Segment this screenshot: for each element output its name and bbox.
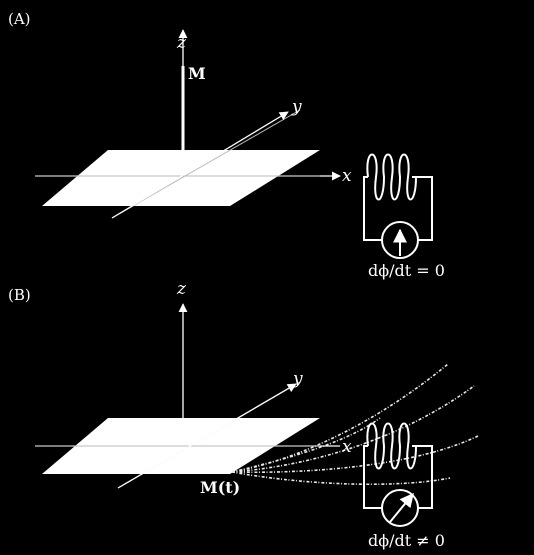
pickup-coil-a [366,153,417,201]
meter-b [381,489,419,527]
y-axis-a [111,111,289,219]
meter-needle-b [389,492,414,523]
flux-equation-a: dϕ/dt = 0 [368,261,445,280]
z-axis-label-b: z [176,279,187,299]
meter-a [381,221,419,259]
circuit-wire-right-a [412,176,433,241]
panel-a: (A) z y x M dϕ/dt = 0 [8,10,445,280]
circuit-wire-left-b [363,445,382,509]
circuit-wire-left-a [363,176,382,241]
field-line-4 [231,471,451,486]
y-axis-label-a: y [291,97,302,117]
detection-circuit-b: dϕ/dt ≠ 0 [363,422,445,550]
detection-circuit-a: dϕ/dt = 0 [363,153,445,280]
field-line-1 [231,363,449,473]
z-axis-label-a: z [176,33,187,53]
panel-b: (B) z y x M(t) dϕ/dt ≠ 0 [8,279,479,550]
x-axis-label-b: x [342,437,352,457]
panel-a-label: (A) [8,10,31,28]
y-axis-b [117,383,297,489]
vector-label-b: M(t) [200,478,240,497]
flux-equation-b: dϕ/dt ≠ 0 [368,531,445,550]
panel-b-label: (B) [8,286,31,304]
vector-label-a: M [188,64,206,83]
y-axis-label-b: y [292,369,303,389]
pickup-coil-b [366,422,417,470]
field-line-2 [231,385,475,473]
y-axis-trace-a [111,109,301,219]
circuit-wire-right-b [412,445,433,509]
x-axis-label-a: x [342,166,352,186]
